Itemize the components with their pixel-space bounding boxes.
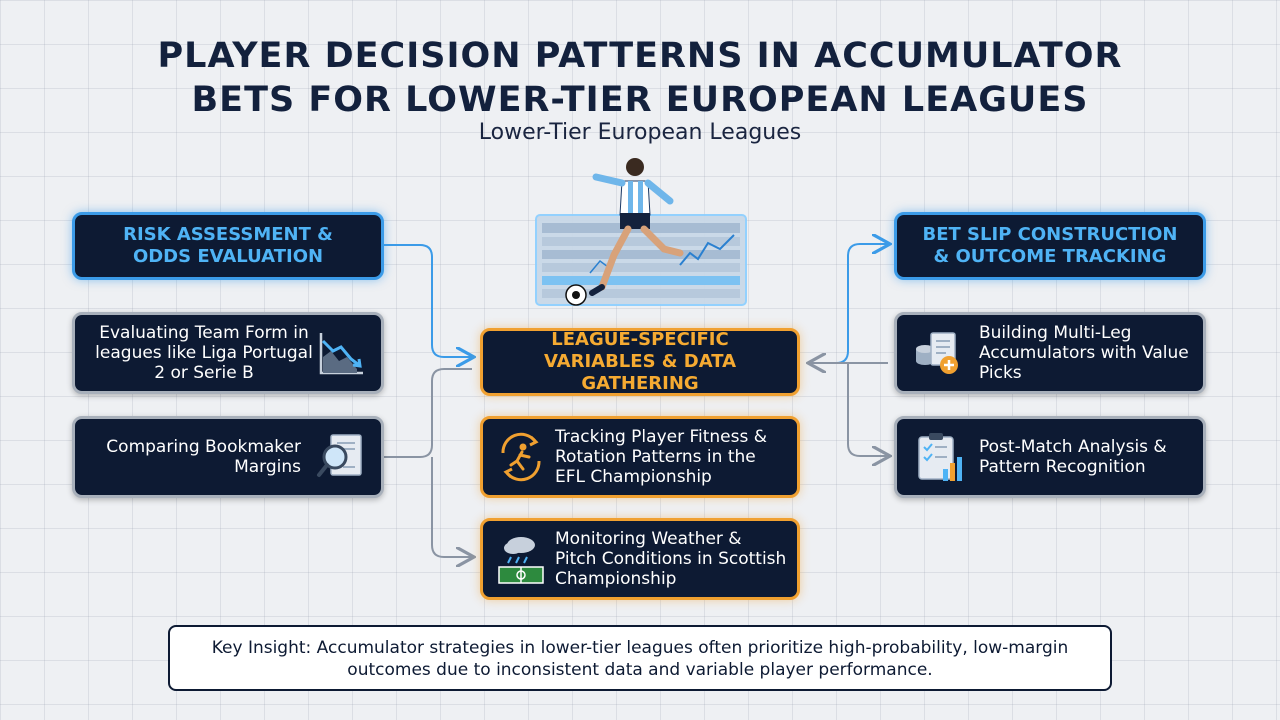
bet-slip-header: BET SLIP CONSTRUCTION & OUTCOME TRACKING (894, 212, 1206, 280)
risk-assessment-header: RISK ASSESSMENT & ODDS EVALUATION (72, 212, 384, 280)
post-match-card: Post-Match Analysis & Pattern Recognitio… (894, 416, 1206, 498)
weather-pitch-icon (498, 537, 544, 584)
risk-assessment-label: RISK ASSESSMENT & ODDS EVALUATION (123, 224, 333, 267)
page-subtitle: Lower-Tier European Leagues (478, 120, 802, 145)
footballer-illustration (535, 158, 747, 306)
clipboard-chart-icon (918, 433, 962, 481)
league-variables-header: LEAGUE-SPECIFIC VARIABLES & DATA GATHERI… (480, 328, 800, 396)
weather-pitch-text: Monitoring Weather & Pitch Conditions in… (555, 529, 787, 589)
title-line-1: PLAYER DECISION PATTERNS IN ACCUMULATOR (157, 36, 1123, 76)
magnifier-document-icon (317, 434, 362, 477)
player-rotation-icon (501, 432, 541, 482)
connector-margins-up (384, 368, 472, 458)
declining-chart-icon (319, 333, 363, 375)
bet-slip-label: BET SLIP CONSTRUCTION & OUTCOME TRACKING (922, 224, 1178, 267)
connector-margins-to-weather (431, 457, 472, 557)
connector-center-to-analysis (847, 363, 888, 456)
post-match-text: Post-Match Analysis & Pattern Recognitio… (979, 437, 1167, 477)
key-insight-box: Key Insight: Accumulator strategies in l… (168, 625, 1112, 691)
weather-pitch-card: Monitoring Weather & Pitch Conditions in… (480, 518, 800, 600)
multi-leg-text: Building Multi-Leg Accumulators with Val… (979, 323, 1189, 383)
player-fitness-card: Tracking Player Fitness & Rotation Patte… (480, 416, 800, 498)
key-insight-text: Key Insight: Accumulator strategies in l… (211, 638, 1069, 680)
coins-slip-add-icon (916, 332, 958, 374)
bookmaker-margins-text: Comparing Bookmaker Margins (106, 437, 301, 477)
player-fitness-text: Tracking Player Fitness & Rotation Patte… (555, 427, 768, 487)
multi-leg-card: Building Multi-Leg Accumulators with Val… (894, 312, 1206, 394)
league-variables-label: LEAGUE-SPECIFIC VARIABLES & DATA GATHERI… (543, 329, 737, 394)
page-title: PLAYER DECISION PATTERNS IN ACCUMULATOR … (0, 34, 1280, 122)
connector-center-to-betslip (808, 244, 888, 364)
connector-risk-to-center (384, 244, 472, 357)
team-form-text: Evaluating Team Form in leagues like Lig… (95, 323, 313, 383)
bookmaker-margins-card: Comparing Bookmaker Margins (72, 416, 384, 498)
title-line-2: BETS FOR LOWER-TIER EUROPEAN LEAGUES (191, 80, 1089, 120)
team-form-card: Evaluating Team Form in leagues like Lig… (72, 312, 384, 394)
